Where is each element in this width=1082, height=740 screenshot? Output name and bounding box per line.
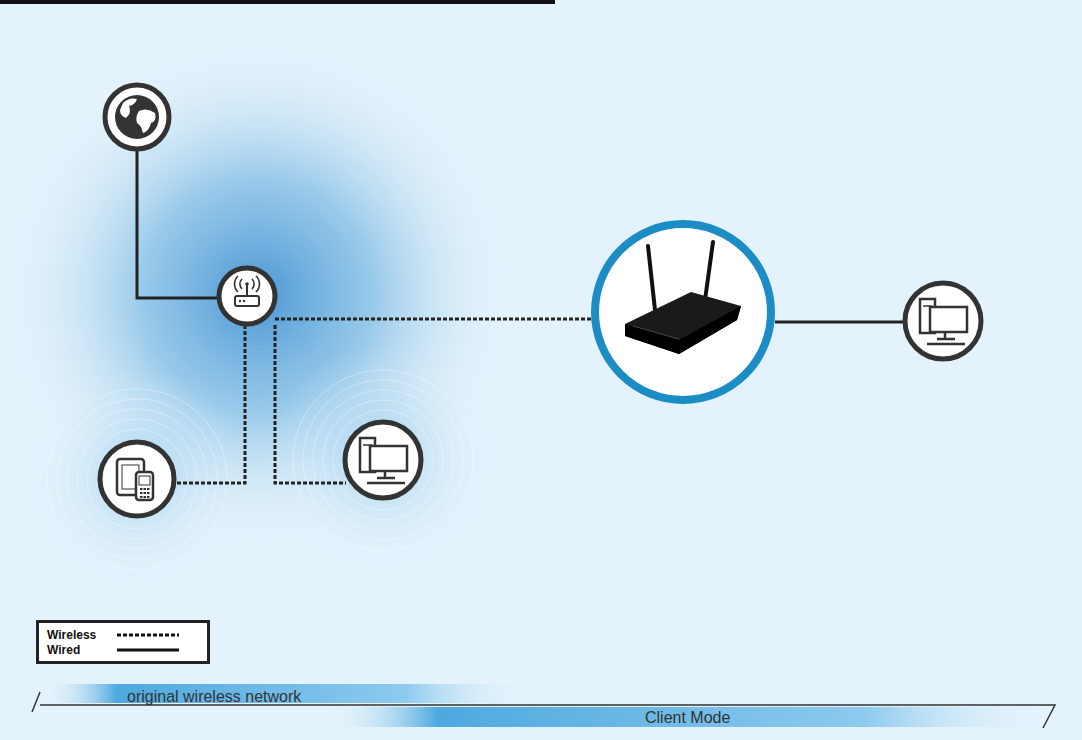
signal-rings (47, 370, 473, 569)
internet-globe (105, 85, 169, 149)
wireless-line (175, 319, 596, 483)
legend-text: Wired (47, 643, 117, 657)
band-divider (40, 705, 1055, 728)
client-mode-router (595, 224, 771, 400)
mobile-devices-icon (100, 442, 174, 516)
legend-box: WirelessWired (36, 620, 210, 664)
wired-line (137, 150, 905, 322)
legend-row: Wireless (47, 627, 199, 642)
legend-row: Wired (47, 642, 199, 657)
computer-icon (345, 422, 421, 498)
mode-band (330, 707, 1045, 727)
legend-text: Wireless (47, 628, 117, 642)
top-bar (0, 0, 555, 4)
device-glow (268, 345, 498, 575)
legend-sample (117, 645, 181, 655)
device-glow (27, 369, 247, 589)
mode-label: Client Mode (645, 709, 730, 727)
band-slash (32, 692, 40, 712)
legend-sample (117, 630, 181, 640)
computer-icon (905, 283, 981, 359)
access-point-icon (219, 268, 275, 324)
region-label: original wireless network (127, 688, 301, 706)
